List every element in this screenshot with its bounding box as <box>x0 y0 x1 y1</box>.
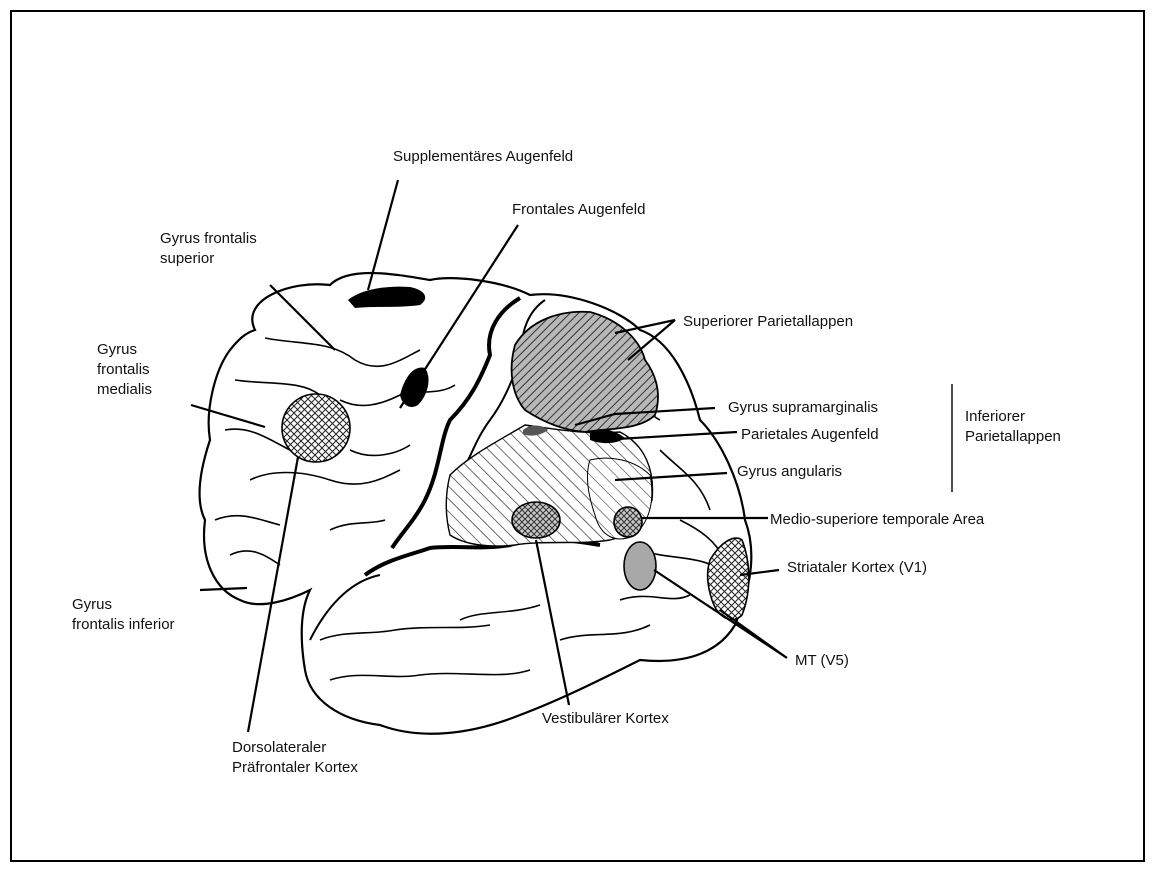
label-parietal-eye-field: Parietales Augenfeld <box>741 425 879 445</box>
label-v1: Striataler Kortex (V1) <box>787 558 927 578</box>
label-line: Gyrus <box>97 340 152 360</box>
label-gyrus-frontalis-inferior: Gyrus frontalis inferior <box>72 595 175 635</box>
label-superior-parietal: Superiorer Parietallappen <box>683 312 853 332</box>
label-line: frontalis <box>97 360 152 380</box>
label-line: frontalis inferior <box>72 615 175 635</box>
label-gyrus-angularis: Gyrus angularis <box>737 462 842 482</box>
label-gyrus-frontalis-superior: Gyrus frontalis superior <box>160 229 257 269</box>
label-gyrus-frontalis-medialis: Gyrus frontalis medialis <box>97 340 152 400</box>
label-inferior-parietal: Inferiorer Parietallappen <box>965 407 1061 447</box>
label-mt: MT (V5) <box>795 651 849 671</box>
label-line: Inferiorer <box>965 407 1061 427</box>
mst-region <box>614 507 642 537</box>
label-line: medialis <box>97 380 152 400</box>
label-mst: Medio-superiore temporale Area <box>770 510 984 530</box>
label-line: Präfrontaler Kortex <box>232 758 358 778</box>
label-line: Parietallappen <box>965 427 1061 447</box>
label-gyrus-supramarginalis: Gyrus supramarginalis <box>728 398 878 418</box>
label-line: Gyrus frontalis <box>160 229 257 249</box>
label-line: Dorsolateraler <box>232 738 358 758</box>
label-vestibular: Vestibulärer Kortex <box>542 709 669 729</box>
label-line: Gyrus <box>72 595 175 615</box>
label-line: superior <box>160 249 257 269</box>
label-dlpfc: Dorsolateraler Präfrontaler Kortex <box>232 738 358 778</box>
mt-region <box>624 542 656 590</box>
label-frontal-eye-field: Frontales Augenfeld <box>512 200 645 220</box>
dlpfc-region <box>282 394 350 462</box>
vestibular-region <box>512 502 560 538</box>
label-supplementary-eye-field: Supplementäres Augenfeld <box>393 147 573 167</box>
